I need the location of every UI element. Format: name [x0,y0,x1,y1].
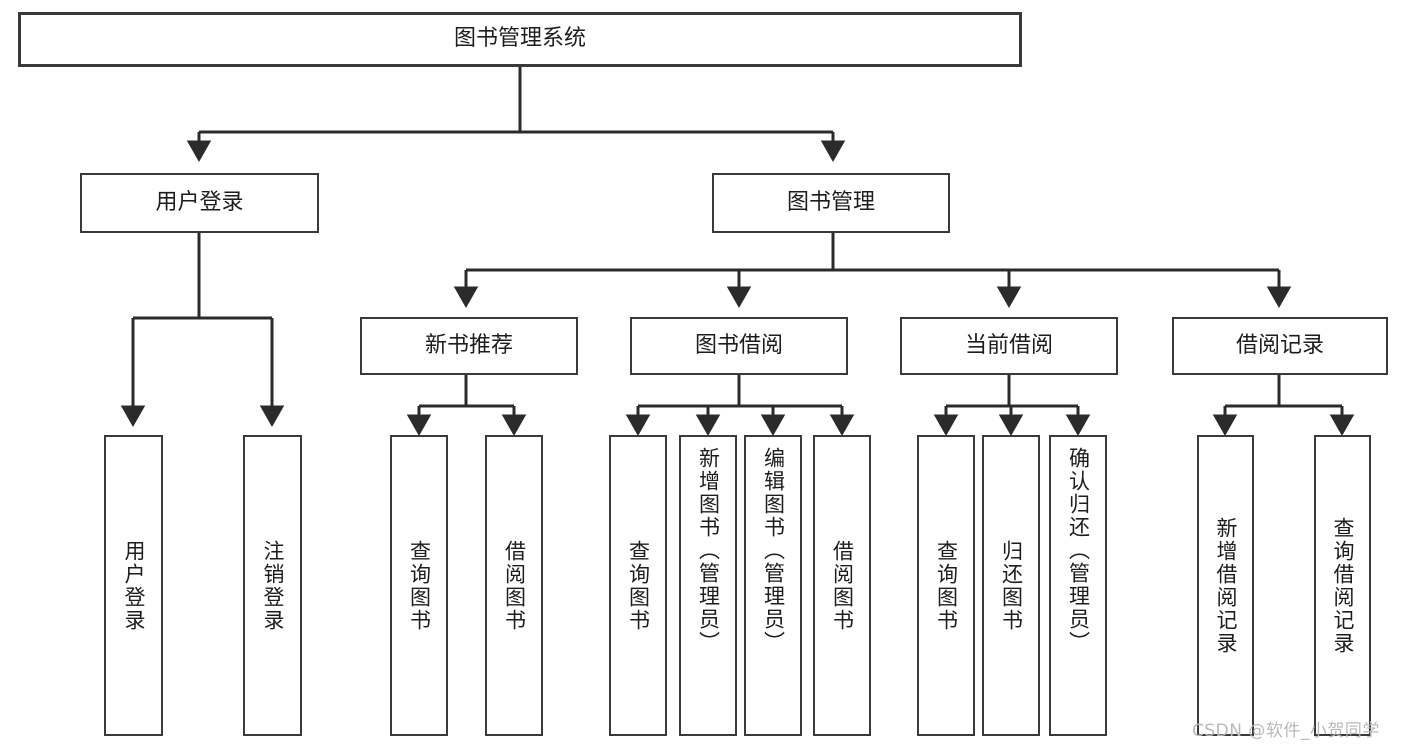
leaf-user-login-signout[interactable]: 注销登录 [243,435,302,736]
node-label: 图书借阅 [694,332,783,358]
leaf-records-add-record[interactable]: 新增借阅记录 [1197,435,1254,736]
leaf-user-login-signin[interactable]: 用户登录 [104,435,163,736]
leaf-borrow-query-book[interactable]: 查询图书 [609,435,667,736]
node-current-borrowing[interactable]: 当前借阅 [900,317,1118,375]
node-book-management[interactable]: 图书管理 [712,173,950,233]
node-label: 查询借阅记录 [1331,516,1355,655]
node-label: 查询图书 [407,539,432,632]
leaf-current-query-book[interactable]: 查询图书 [917,435,975,736]
node-label: 借阅图书 [502,539,527,632]
node-label: 注销登录 [261,539,285,632]
node-label: 借阅记录 [1235,332,1324,358]
watermark-text: CSDN @软件_小贺同学 [1192,721,1380,741]
node-label: 新增借阅记录 [1214,516,1238,655]
leaf-records-query-record[interactable]: 查询借阅记录 [1314,435,1371,736]
node-label: 借阅图书 [830,539,855,632]
node-new-book-recommendation[interactable]: 新书推荐 [360,317,578,375]
leaf-borrow-edit-book-admin[interactable]: 编辑图书（管理员） [744,435,802,736]
node-label: 新增图书（管理员） [696,447,721,654]
leaf-current-confirm-return-admin[interactable]: 确认归还（管理员） [1049,435,1107,736]
node-borrowing-records[interactable]: 借阅记录 [1172,317,1388,375]
node-label: 图书管理 [786,189,875,215]
leaf-new-book-query[interactable]: 查询图书 [390,435,448,736]
leaf-borrow-add-book-admin[interactable]: 新增图书（管理员） [679,435,737,736]
leaf-new-book-borrow[interactable]: 借阅图书 [485,435,543,736]
node-label: 确认归还（管理员） [1066,447,1091,654]
node-label: 当前借阅 [964,332,1053,358]
node-label: 新书推荐 [424,332,513,358]
node-label: 用户登录 [155,189,244,215]
node-book-borrowing[interactable]: 图书借阅 [630,317,848,375]
node-label: 编辑图书（管理员） [761,447,786,654]
node-user-login[interactable]: 用户登录 [80,173,319,233]
node-label: 用户登录 [122,539,146,632]
node-root-system[interactable]: 图书管理系统 [18,12,1022,67]
node-label: 图书管理系统 [453,26,586,52]
node-label: 查询图书 [934,539,959,632]
node-label: 查询图书 [626,539,651,632]
leaf-current-return-book[interactable]: 归还图书 [982,435,1040,736]
node-label: 归还图书 [999,539,1024,632]
leaf-borrow-borrow-book[interactable]: 借阅图书 [813,435,871,736]
